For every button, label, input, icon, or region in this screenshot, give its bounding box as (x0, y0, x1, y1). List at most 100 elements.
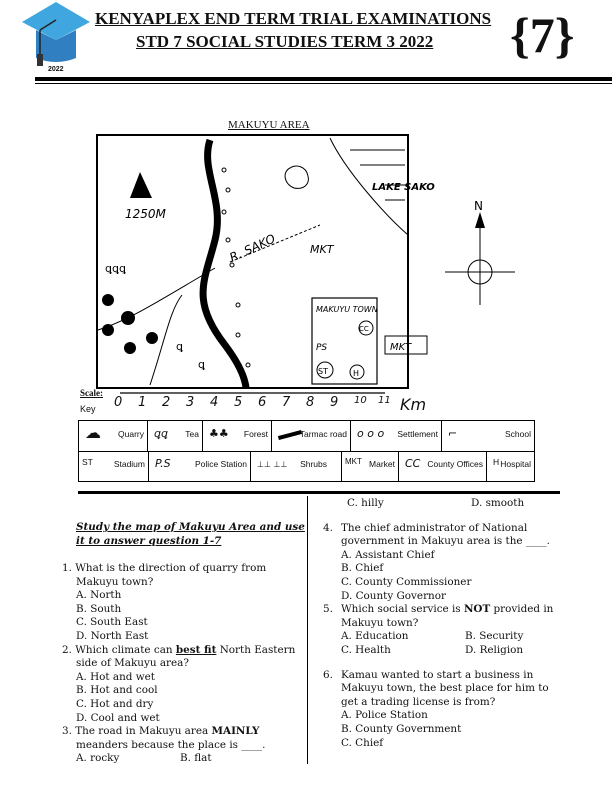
question-4: 4. The chief administrator of National (323, 522, 553, 536)
map-key-row2-1-sym: P.S (155, 457, 171, 470)
instructions-line2: it to answer question 1-7 (76, 534, 222, 547)
map-key-row2-4-sym: CC (405, 457, 421, 470)
map-key-row2-0-label: Stadium (113, 459, 145, 469)
map-key-row2-2-sym: ⊥⊥ ⊥⊥ (257, 460, 288, 469)
map-labels-county: CC (359, 325, 369, 333)
map-key-row1-0-label: Quarry (118, 429, 144, 439)
map-labels-town: MAKUYU TOWN (316, 305, 378, 314)
exam-subtitle: STD 7 SOCIAL STUDIES TERM 3 2022 (136, 32, 434, 51)
questions-0-options-3: D. North East (76, 629, 149, 642)
map-labels-market: MKT (310, 243, 335, 256)
instructions-line1: Study the map of Makuyu Area and use (76, 521, 305, 533)
map-scale-unit: Km (400, 395, 427, 414)
map-key-row2-5-sym: H (493, 457, 500, 467)
map-scale-ticks-2: 2 (162, 395, 171, 410)
instructions: Study the map of Makuyu Area and use it … (62, 521, 305, 548)
questions-4-options-2: C. Health (341, 643, 391, 656)
graduation-cap-logo (22, 2, 90, 66)
map-key-row2-5-label: Hospital (500, 459, 531, 469)
questions-3-options-3: D. County Governor (341, 589, 446, 602)
questions-0-n: 1. (62, 562, 72, 574)
questions-3-text-0: The chief administrator of National (341, 521, 528, 534)
questions-0-options-2: C. South East (76, 616, 148, 629)
map-labels-height: 1250M (125, 207, 167, 221)
map-key-row1-5-label: School (505, 429, 531, 439)
header-rule-thin (35, 83, 612, 84)
map-scale-ticks-7: 7 (282, 395, 291, 410)
map-key-row2-1-label: Police Station (195, 459, 247, 469)
question-5: 5.Which social service is NOT provided i… (323, 603, 553, 617)
column-divider (307, 496, 308, 764)
questions-0-text-0: What is the direction of quarry from (75, 562, 267, 574)
questions-1-post: North Eastern (216, 643, 296, 656)
logo-year: 2022 (48, 66, 64, 73)
makuyu-map: 1250M R. SAKO MKT LAKE SAKO ꝗꝗꝗ ꝗꝗ MAKUY… (96, 134, 515, 394)
map-scale-ticks-4: 4 (210, 395, 219, 410)
scale-label: Scale: (80, 388, 103, 398)
key-label: Key (80, 404, 96, 414)
map-scale-ticks-6: 6 (258, 395, 267, 410)
questions-3-options-2: C. County Commissioner (341, 575, 472, 588)
questions-2-text2: meanders because the place is ____. (76, 738, 266, 751)
map-scale-ticks-0: 0 (114, 395, 123, 410)
question-6: 6.Kamau wanted to start a business in (323, 669, 553, 683)
map-labels-stadium: ST (318, 367, 328, 376)
questions-1-text2: side of Makuyu area? (76, 657, 189, 670)
questions-1-options-3: D. Cool and wet (76, 711, 160, 724)
questions-2-pre: The road in Makuyu area (75, 725, 212, 738)
questions-2-options-1: B. flat (180, 752, 212, 765)
hill-icon (130, 172, 152, 198)
questions-1-n: 2. (62, 643, 72, 656)
questions-0-options-0: A. North (76, 589, 122, 602)
questions-5-options-1: B. County Government (341, 722, 462, 735)
questions-3-n: 4. (323, 521, 333, 534)
map-labels-police: PS (316, 343, 327, 353)
map-title: MAKUYU AREA (228, 119, 310, 131)
questions-3-text-1: government in Makuyu area is the ____. (341, 535, 550, 548)
questions-1-options-2: C. Hot and dry (76, 697, 154, 710)
map-scale-ticks-9: 9 (330, 395, 339, 410)
exam-title: KENYAPLEX END TERM TRIAL EXAMINATIONS (95, 9, 492, 28)
question-2: 2. Which climate can best fit North East… (62, 644, 295, 658)
questions-1-options-0: A. Hot and wet (76, 670, 155, 683)
map-scale-ticks-5: 5 (234, 395, 243, 410)
map-scale-ticks-11: 11 (378, 395, 391, 406)
questions-0-text-1: Makuyu town? (76, 575, 154, 588)
map-labels-hospital: H (353, 369, 359, 378)
quarry-icon (284, 165, 309, 189)
questions-2-options-0: A. rocky (76, 752, 120, 765)
questions-1-bold: best fit (175, 643, 217, 656)
map-scale-ticks-1: 1 (138, 395, 147, 410)
questions-left: 1. What is the direction of quarry from … (62, 562, 295, 766)
map-scale-ticks-3: 3 (186, 395, 195, 410)
questions-4-options-3: D. Religion (465, 643, 524, 656)
svg-text:ꝗ: ꝗ (176, 340, 184, 353)
map-key-row2-3-label: Market (369, 459, 395, 469)
questions-4-post: provided in (490, 603, 554, 616)
questions-4-n: 5. (323, 603, 333, 616)
questions-1-pre: Which climate can (75, 643, 176, 656)
questions-4-bold: NOT (463, 603, 491, 616)
questions-5-options-2: C. Chief (341, 736, 384, 749)
map-labels-lake: LAKE SAKO (372, 182, 435, 193)
map-labels-market_box: MKT (390, 342, 412, 353)
map-labels-river: R. SAKO (227, 231, 277, 264)
questions-0-options-1: B. South (76, 602, 122, 615)
questions-1-options-1: B. Hot and cool (76, 684, 158, 697)
questions-4-options-0: A. Education (341, 630, 409, 643)
questions-5-text-1: Makuyu town, the best place for him to (341, 682, 549, 695)
question-1: 1. What is the direction of quarry from (62, 562, 295, 576)
questions-3-options-0: A. Assistant Chief (341, 548, 435, 561)
questions-5-options-0: A. Police Station (341, 709, 428, 722)
map-scale-ticks-8: 8 (306, 395, 315, 410)
questions-2-bold: MAINLY (211, 725, 260, 738)
questions-2-n: 3. (62, 725, 72, 738)
svg-text:ꝗꝗꝗ: ꝗꝗꝗ (105, 262, 127, 275)
map-key-row2-4-label: County Offices (427, 459, 483, 469)
questions-4-options-1: B. Security (465, 630, 524, 643)
map-labels-north: N (474, 199, 483, 213)
map-key-row1-2-label: Forest (243, 429, 268, 439)
